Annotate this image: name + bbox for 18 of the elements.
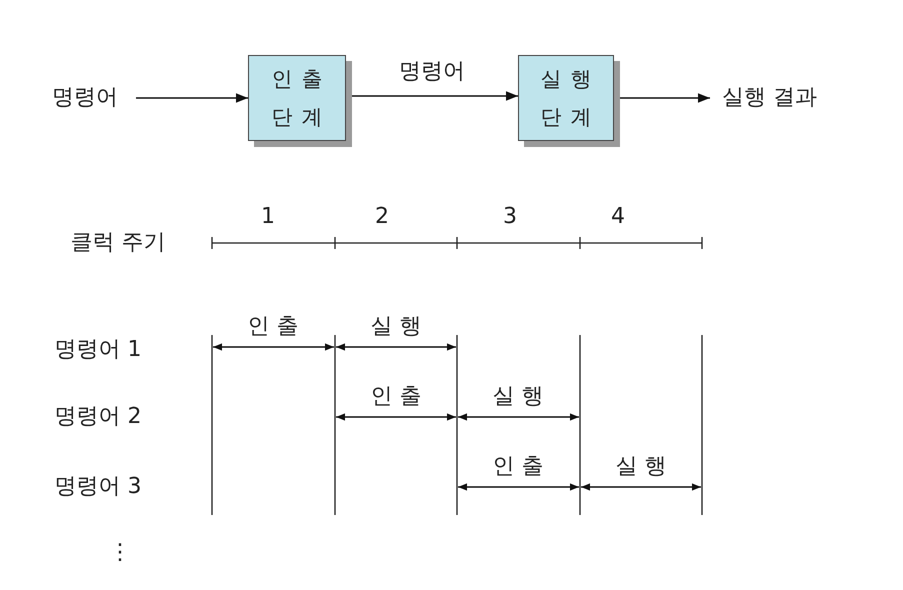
phase-label: 인 출 (370, 383, 422, 411)
tick-number: 4 (611, 203, 625, 231)
row-label: 명령어 1 (54, 336, 142, 364)
ellipsis: ⋮ (109, 539, 131, 567)
tick-number: 3 (503, 203, 517, 231)
text-label: 명령어 (52, 83, 118, 113)
phase-label: 실 행 (616, 453, 666, 481)
phase-label: 인 출 (248, 313, 298, 341)
tick-number: 2 (375, 203, 389, 231)
axis-label: 클럭 주기 (70, 229, 166, 257)
phase-label: 실 행 (492, 383, 544, 411)
row-label: 명령어 2 (54, 403, 142, 431)
tick-number: 1 (261, 203, 275, 231)
phase-label: 실 행 (370, 313, 422, 341)
row-label: 명령어 3 (54, 473, 142, 501)
text-label: 실행 결과 (722, 83, 817, 113)
phase-label: 인 출 (492, 453, 544, 481)
arrow (136, 93, 248, 103)
